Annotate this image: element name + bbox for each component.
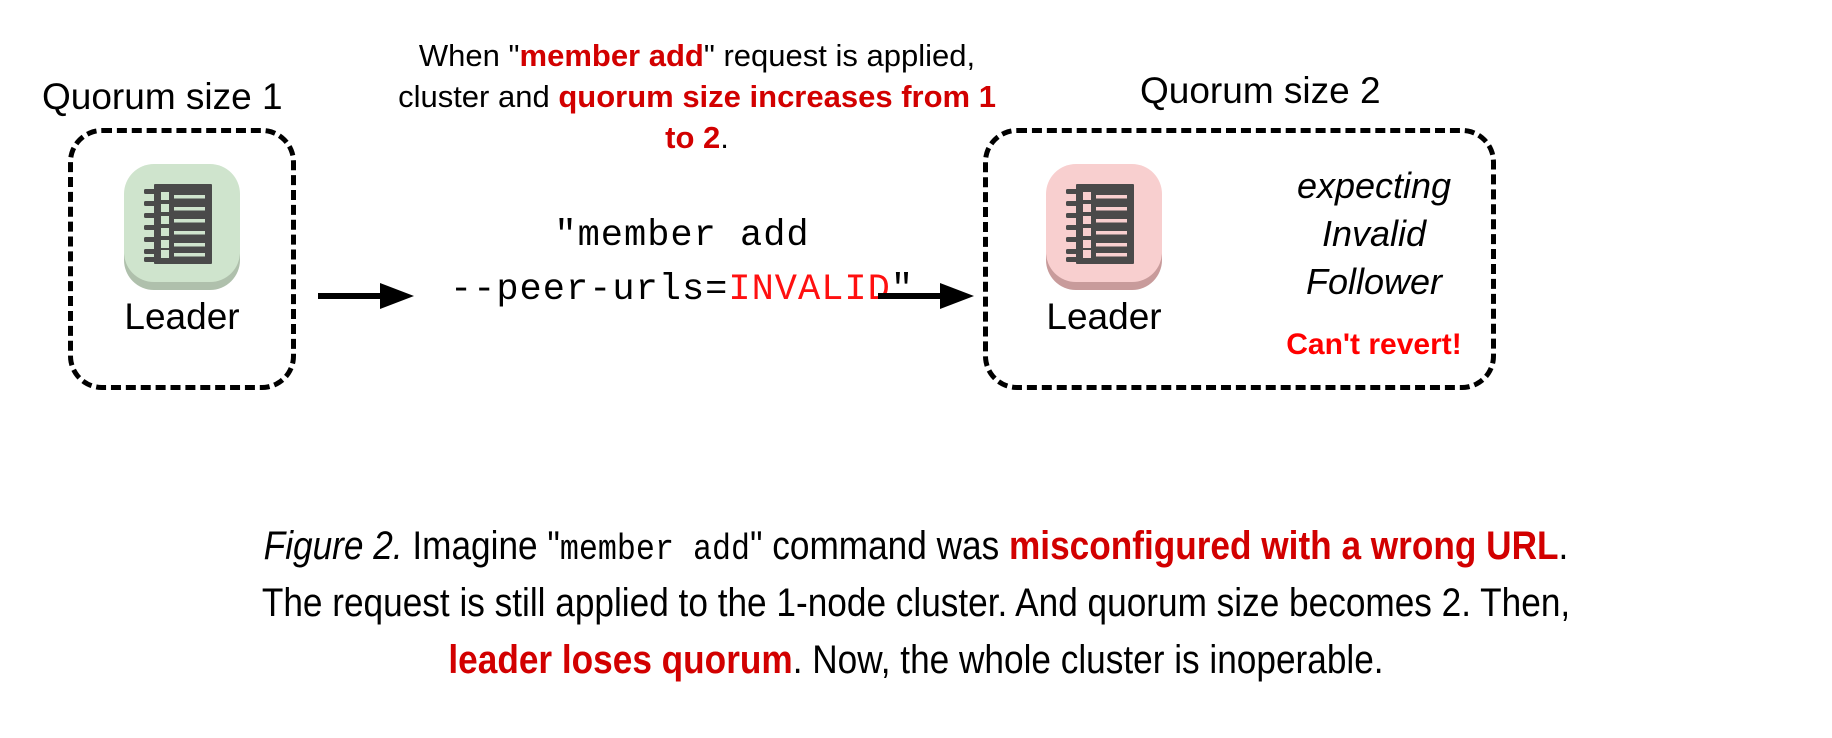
command-line-2: --peer-urls=INVALID" xyxy=(432,264,932,318)
caption-l1-d: . xyxy=(1558,524,1569,568)
server-rack-icon xyxy=(118,158,246,290)
explain-part3: . xyxy=(720,119,729,155)
left-quorum-size-label: Quorum size 1 xyxy=(42,76,283,117)
command-invalid-value: INVALID xyxy=(728,268,891,311)
right-leader-node: Leader xyxy=(1018,158,1190,335)
right-cluster-boundary xyxy=(983,128,1496,390)
caption-line-2: The request is still applied to the 1-no… xyxy=(261,581,1571,626)
command-text: "member add --peer-urls=INVALID" xyxy=(432,210,932,317)
left-node-label: Leader xyxy=(124,296,240,337)
right-node-label: Leader xyxy=(1046,296,1162,337)
caption-command-mono: member add xyxy=(559,529,751,570)
note-line-expecting: expecting xyxy=(1296,165,1452,206)
arrow-right-icon xyxy=(878,278,974,319)
explain-highlight-member-add: member add xyxy=(519,38,704,73)
explain-part1: When " xyxy=(418,38,520,73)
note-line-invalid: Invalid xyxy=(1321,212,1427,254)
left-cluster-boundary xyxy=(68,128,296,390)
figure-caption: Figure 2. Imagine "member add" command w… xyxy=(110,518,1722,689)
caption-highlight-loses-quorum: leader loses quorum xyxy=(448,637,793,682)
note-line-follower: Follower xyxy=(1305,260,1443,302)
caption-line-1: Figure 2. Imagine "member add" command w… xyxy=(110,518,1722,575)
right-quorum-size-label: Quorum size 2 xyxy=(1140,70,1381,111)
caption-l3-b: . Now, the whole cluster is inoperable. xyxy=(792,637,1384,682)
explanation-text: When "member add" request is applied, cl… xyxy=(390,36,1004,159)
command-closing-quote: " xyxy=(890,268,915,311)
follower-status-note: expecting Invalid Follower xyxy=(1258,162,1490,306)
arrow-right-icon xyxy=(318,278,414,319)
figure-number: Figure 2. xyxy=(263,524,403,568)
command-flag: --peer-urls= xyxy=(449,268,729,311)
left-leader-node: Leader xyxy=(96,158,268,335)
server-rack-icon xyxy=(1040,158,1168,290)
explain-part2: " request is applied, cluster and xyxy=(398,38,976,114)
cannot-revert-warning: Can't revert! xyxy=(1286,328,1462,361)
caption-l1-c: " command was xyxy=(750,524,1009,568)
explain-highlight-quorum-increase: quorum size increases from 1 to 2 xyxy=(558,78,996,155)
caption-l1-b: Imagine " xyxy=(402,524,560,568)
caption-highlight-misconfigured: misconfigured with a wrong URL xyxy=(1008,524,1559,568)
caption-line-3: leader loses quorum. Now, the whole clus… xyxy=(110,632,1722,689)
command-line-1: "member add xyxy=(554,215,810,257)
